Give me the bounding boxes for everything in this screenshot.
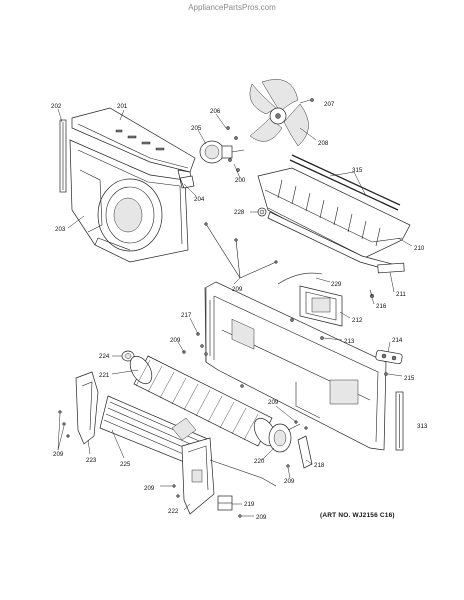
- callout-204: 204: [194, 196, 205, 203]
- callout-206: 206: [210, 108, 221, 115]
- callout-207: 207: [324, 101, 335, 108]
- callout-202: 202: [51, 103, 62, 110]
- callout-200: 200: [235, 177, 246, 184]
- callout-217: 217: [181, 312, 192, 319]
- part-212-control-box: [299, 285, 343, 327]
- callout-209-bottom: 209: [256, 514, 267, 521]
- callout-201: 201: [117, 103, 128, 110]
- part-222-control-plate: [181, 437, 277, 515]
- part-228-knob: [257, 207, 267, 217]
- callout-209-bottom-left: 209: [144, 485, 155, 492]
- callout-209-right-bottom: 209: [284, 478, 295, 485]
- part-211-bar: [267, 211, 405, 274]
- callout-219: 219: [244, 501, 255, 508]
- part-207-clip: [310, 98, 314, 102]
- part-315-strips: [289, 154, 401, 211]
- callout-221: 221: [99, 372, 110, 379]
- callout-216: 216: [376, 303, 387, 310]
- part-217-screws: [196, 332, 208, 356]
- callout-215: 215: [404, 375, 415, 382]
- leader-lines: [57, 99, 413, 517]
- part-218-bracket: [297, 435, 313, 469]
- part-221-blower-wheel: [129, 355, 277, 447]
- part-205-motor: [199, 140, 245, 164]
- callout-210: 210: [414, 245, 425, 252]
- callout-212: 212: [352, 317, 363, 324]
- part-203-fan-shroud: [69, 139, 193, 263]
- part-313-side-rail: [395, 391, 404, 451]
- part-223-side-bracket: [75, 371, 99, 445]
- callout-209-left: 209: [53, 451, 64, 458]
- callout-208: 208: [318, 140, 329, 147]
- part-219-box: [217, 495, 233, 511]
- watermark: AppliancePartsPros.com: [188, 3, 276, 12]
- part-229-wire: [277, 272, 323, 285]
- callout-209-right-top: 209: [268, 399, 279, 406]
- part-210-louver-assembly: [257, 167, 411, 261]
- part-224-cap: [121, 350, 135, 362]
- callout-222: 222: [168, 508, 179, 515]
- callout-229: 229: [331, 281, 342, 288]
- part-206-screws: [226, 126, 238, 140]
- callout-224: 224: [99, 353, 110, 360]
- callout-205: 205: [191, 125, 202, 132]
- part-202-side-strip: [59, 119, 67, 193]
- part-216-screw: [369, 289, 375, 299]
- part-214-switch: [375, 349, 403, 365]
- callout-223: 223: [86, 457, 97, 464]
- part-200-screws: [228, 158, 240, 172]
- callout-225: 225: [120, 461, 131, 468]
- art-number: (ART NO. WJ2156 C16): [320, 512, 395, 519]
- callout-203: 203: [55, 226, 66, 233]
- part-220-motor: [268, 423, 301, 453]
- part-215-clip: [384, 372, 388, 376]
- callout-209-mid: 209: [170, 337, 181, 344]
- callout-214: 214: [392, 337, 403, 344]
- callout-228: 228: [234, 209, 245, 216]
- part-209-clips-top: [204, 222, 278, 279]
- callout-218: 218: [314, 462, 325, 469]
- callout-211: 211: [396, 291, 406, 298]
- callout-213: 213: [344, 338, 355, 345]
- callout-209-top: 209: [232, 286, 243, 293]
- callout-labels: 202 201 206 207 205 208 200 204 203 315 …: [51, 101, 428, 521]
- callout-313: 313: [417, 423, 428, 430]
- part-208-fan-blade: [249, 79, 309, 147]
- part-209-screws-bottom: [172, 484, 242, 518]
- part-209-screws-left: [58, 410, 70, 438]
- callout-220: 220: [254, 458, 265, 465]
- callout-315: 315: [352, 167, 363, 174]
- part-204-bracket: [179, 175, 195, 189]
- main-chassis: [204, 281, 387, 451]
